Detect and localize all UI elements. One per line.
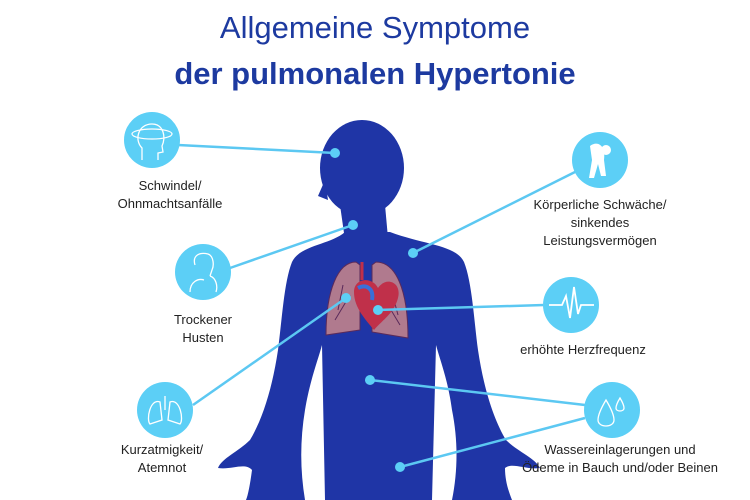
connector-dots xyxy=(330,148,418,472)
title-line-1: Allgemeine Symptome xyxy=(219,10,531,45)
label-line: Ödeme in Bauch und/oder Beinen xyxy=(522,460,718,475)
label-physical-weakness: Körperliche Schwäche/ sinkendes Leistung… xyxy=(534,196,667,250)
label-line: Schwindel/ xyxy=(138,178,202,193)
label-dizziness: Schwindel/ Ohnmachtsanfälle xyxy=(118,177,223,213)
dizzy-head-icon xyxy=(124,112,180,168)
coughing-person-icon xyxy=(175,244,231,300)
connector-lines xyxy=(177,143,586,469)
label-dry-cough: Trockener Husten xyxy=(174,311,232,347)
label-shortness-of-breath: Kurzatmigkeit/ Atemnot xyxy=(121,441,203,477)
lungs-icon xyxy=(137,382,193,438)
heart-illustration xyxy=(354,262,399,330)
label-line: Körperliche Schwäche/ xyxy=(533,197,667,212)
label-edema: Wassereinlagerungen und Ödeme in Bauch u… xyxy=(522,441,718,477)
label-line: erhöhte Herzfrequenz xyxy=(520,342,646,357)
label-line: Husten xyxy=(182,330,224,345)
water-drops-icon xyxy=(584,382,640,438)
label-line: Kurzatmigkeit/ xyxy=(120,442,204,457)
title-line-2: der pulmonalen Hypertonie xyxy=(174,56,576,91)
label-line: Wassereinlagerungen und xyxy=(544,442,696,457)
label-line: Leistungsvermögen xyxy=(543,233,657,248)
label-heart-rate: erhöhte Herzfrequenz xyxy=(520,341,646,359)
heartbeat-icon xyxy=(543,277,599,333)
label-line: Ohnmachtsanfälle xyxy=(117,196,223,211)
label-line: Trockener xyxy=(173,312,233,327)
exhausted-person-icon xyxy=(572,132,628,188)
label-line: sinkendes xyxy=(570,215,630,230)
human-silhouette xyxy=(218,120,540,500)
label-line: Atemnot xyxy=(137,460,187,475)
